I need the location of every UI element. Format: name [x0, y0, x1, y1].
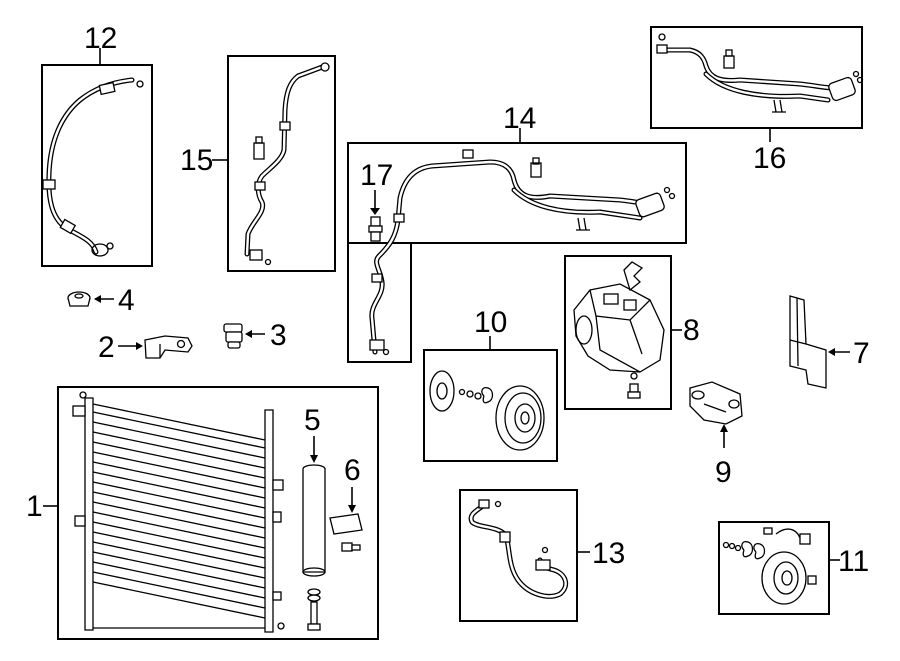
callout-7: 7 [853, 337, 870, 370]
part-1-group: 1 5 [26, 386, 379, 640]
callout-12: 12 [84, 22, 117, 55]
part-8-group: 8 [564, 255, 700, 410]
part-12-group: 12 [41, 22, 153, 267]
suction-line-icon [369, 149, 676, 356]
part-16-box [650, 26, 863, 129]
bracket-bolt-icon [329, 513, 363, 552]
callout-5: 5 [304, 404, 321, 437]
part-1-box [57, 386, 379, 640]
clutch-assembly-icon [429, 370, 545, 451]
part-15-box [227, 55, 336, 272]
compressor-icon [573, 261, 665, 399]
callout-8: 8 [683, 314, 700, 347]
receiver-drier-icon [302, 464, 326, 631]
part-2-group: 2 [98, 331, 193, 364]
part-3-group: 3 [223, 319, 287, 352]
clutch-parts-icon [722, 527, 817, 605]
part-8-box [564, 255, 672, 410]
part-5-group: 5 [302, 404, 326, 631]
part-4-group: 4 [67, 284, 135, 317]
part-14-box-leg [347, 243, 412, 363]
callout-1: 1 [26, 490, 43, 523]
part-17-arrow [370, 208, 380, 215]
part-17-group: 17 [360, 159, 393, 242]
liquid-line-icon [244, 62, 330, 266]
part-13-box [459, 489, 578, 622]
callout-9: 9 [715, 456, 732, 489]
part-6-group: 6 [329, 454, 363, 552]
bracket-icon [144, 335, 193, 359]
callout-11: 11 [838, 545, 869, 578]
cushion-icon [223, 323, 243, 349]
part-9-group: 9 [689, 381, 743, 489]
discharge-hose-icon [468, 499, 569, 599]
callout-17: 17 [360, 159, 393, 192]
part-11-box [718, 521, 830, 615]
part-12-box [41, 64, 153, 267]
seal-bracket-icon [789, 295, 827, 389]
callout-4: 4 [118, 284, 135, 317]
hose-icon [42, 77, 144, 257]
cushion-icon [67, 291, 91, 307]
callout-14: 14 [503, 102, 536, 135]
callout-6: 6 [344, 454, 361, 487]
part-16-group: 16 [650, 26, 864, 175]
part-15-group: 15 [180, 55, 336, 272]
part-7-group: 7 [789, 295, 870, 389]
condenser-icon [72, 391, 285, 633]
callout-3: 3 [270, 319, 287, 352]
callout-13: 13 [592, 537, 625, 570]
part-11-group: 11 [718, 521, 869, 615]
compressor-bracket-icon [689, 381, 743, 425]
valve-icon [368, 216, 383, 242]
part-10-group: 10 [423, 306, 558, 462]
callout-2: 2 [98, 331, 115, 364]
part-14-group: 14 17 [347, 102, 687, 363]
callout-16: 16 [753, 142, 786, 175]
callout-15: 15 [180, 144, 213, 177]
part-13-group: 13 [459, 489, 625, 622]
callout-10: 10 [474, 306, 507, 339]
line-assembly-icon [656, 33, 864, 113]
part-14-box-top [347, 142, 687, 244]
